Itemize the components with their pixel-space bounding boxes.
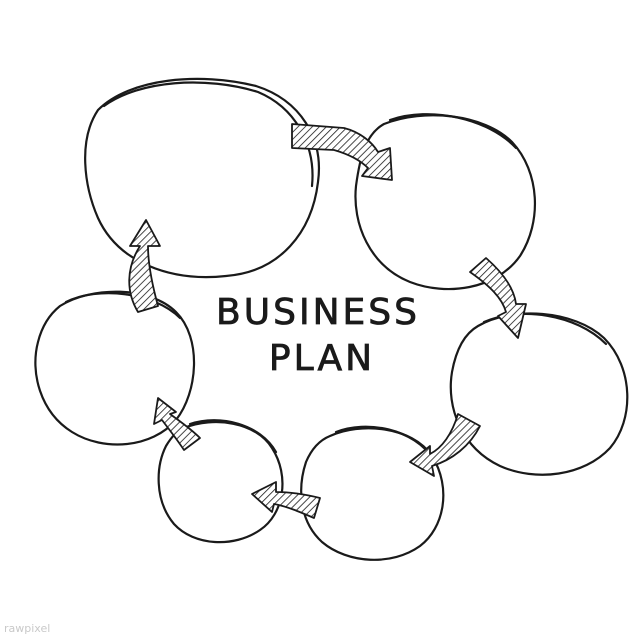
arrow-top-right-to-right <box>469 257 527 339</box>
cycle-node-top-left <box>84 77 320 279</box>
cycle-node-right <box>449 312 629 476</box>
cycle-node-bottom-right <box>300 425 445 561</box>
center-title: BUSINESS PLAN <box>216 292 420 380</box>
arrow-bottom-right-to-bottom-left <box>251 481 321 519</box>
title-line-plan: PLAN <box>269 338 375 379</box>
arrow-bottom-left-to-left <box>153 397 201 451</box>
cycle-node-bottom-left <box>157 419 284 544</box>
cycle-node-top-right <box>354 113 536 291</box>
watermark-text: rawpixel <box>4 622 50 635</box>
arrow-left-to-top-left <box>128 219 161 313</box>
arrow-top-left-to-top-right <box>291 123 393 181</box>
title-line-business: BUSINESS <box>216 292 420 333</box>
cycle-node-left <box>34 290 196 446</box>
arrow-right-to-bottom-right <box>409 413 481 477</box>
